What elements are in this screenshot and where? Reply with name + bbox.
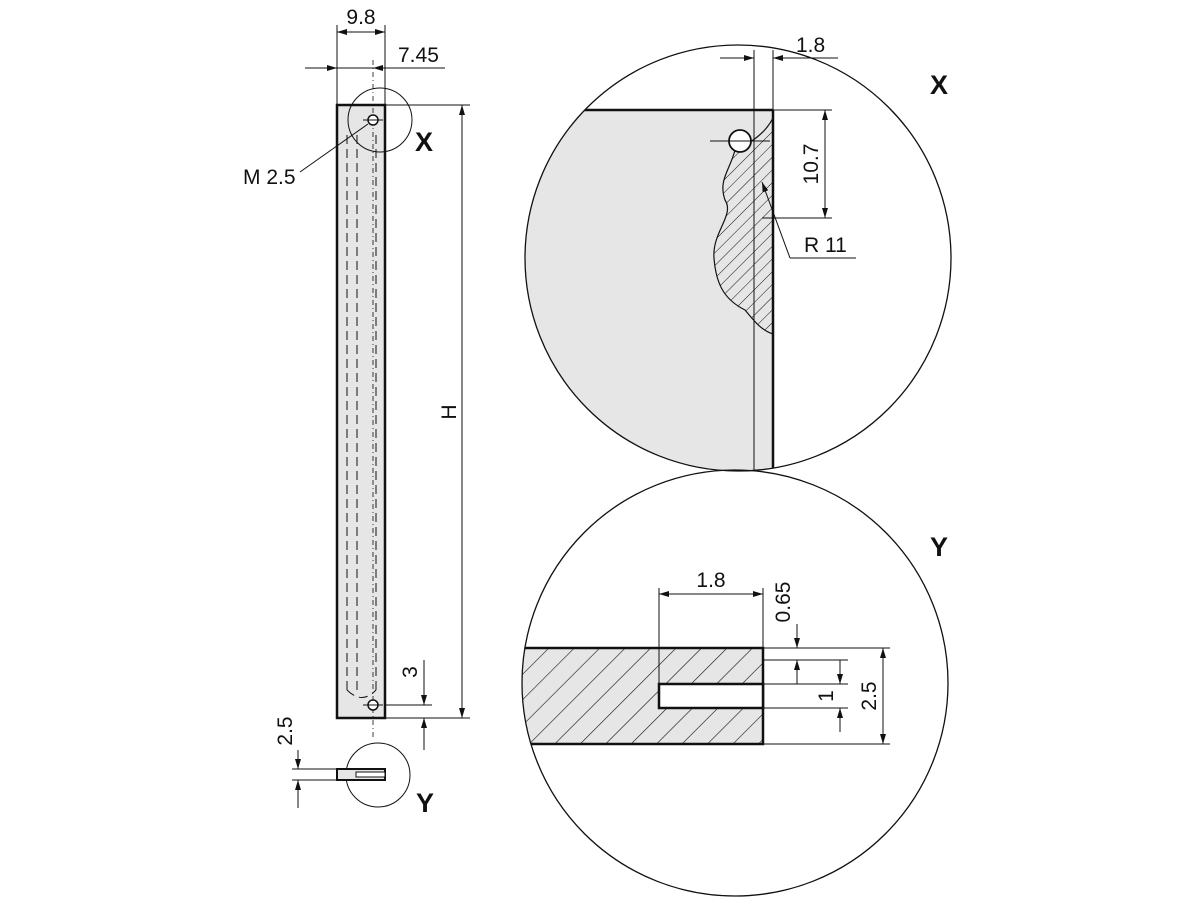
detail-y-circle: [521, 469, 949, 897]
dim-thickness-small: 2.5: [274, 716, 297, 745]
part-outline: [335, 103, 387, 720]
detail-x-view: 1.8 10.7 R 11 X: [524, 34, 952, 472]
detail-x-label: X: [415, 127, 433, 157]
detail-y-label-large: Y: [930, 532, 948, 562]
dim-y-thickness: 2.5: [858, 681, 881, 710]
dim-bottom-hole: 3: [399, 666, 422, 678]
end-slot: [355, 771, 386, 778]
dim-height: H: [438, 404, 461, 419]
detail-y-label: Y: [416, 788, 434, 818]
detail-y-view: 1.8 0.65 1 2.5 Y: [521, 469, 949, 897]
dim-thread: M 2.5: [243, 166, 296, 189]
detail-x-label-large: X: [930, 70, 948, 100]
thread-leader: [299, 123, 369, 173]
detail-x-marker: [347, 87, 413, 153]
dim-hole-offset: 7.45: [398, 44, 439, 67]
section-slot: [657, 682, 765, 710]
dim-y-slot-height: 1: [815, 690, 838, 702]
hidden-groove-bottom: [346, 689, 377, 698]
dim-y-slot-top: 0.65: [772, 582, 795, 623]
main-part-view: X 9.8 7.45 M 2.5 H 3: [243, 6, 470, 750]
dim-x-offset: 1.8: [796, 34, 825, 57]
detail-x-circle: [524, 44, 952, 472]
dim-width-overall: 9.8: [346, 6, 375, 29]
dim-y-slot-width: 1.8: [696, 569, 725, 592]
dim-x-depth: 10.7: [800, 144, 823, 185]
end-view-small: 2.5 Y: [274, 716, 434, 818]
hidden-groove-left: [346, 135, 358, 690]
dim-x-radius: R 11: [804, 234, 847, 257]
